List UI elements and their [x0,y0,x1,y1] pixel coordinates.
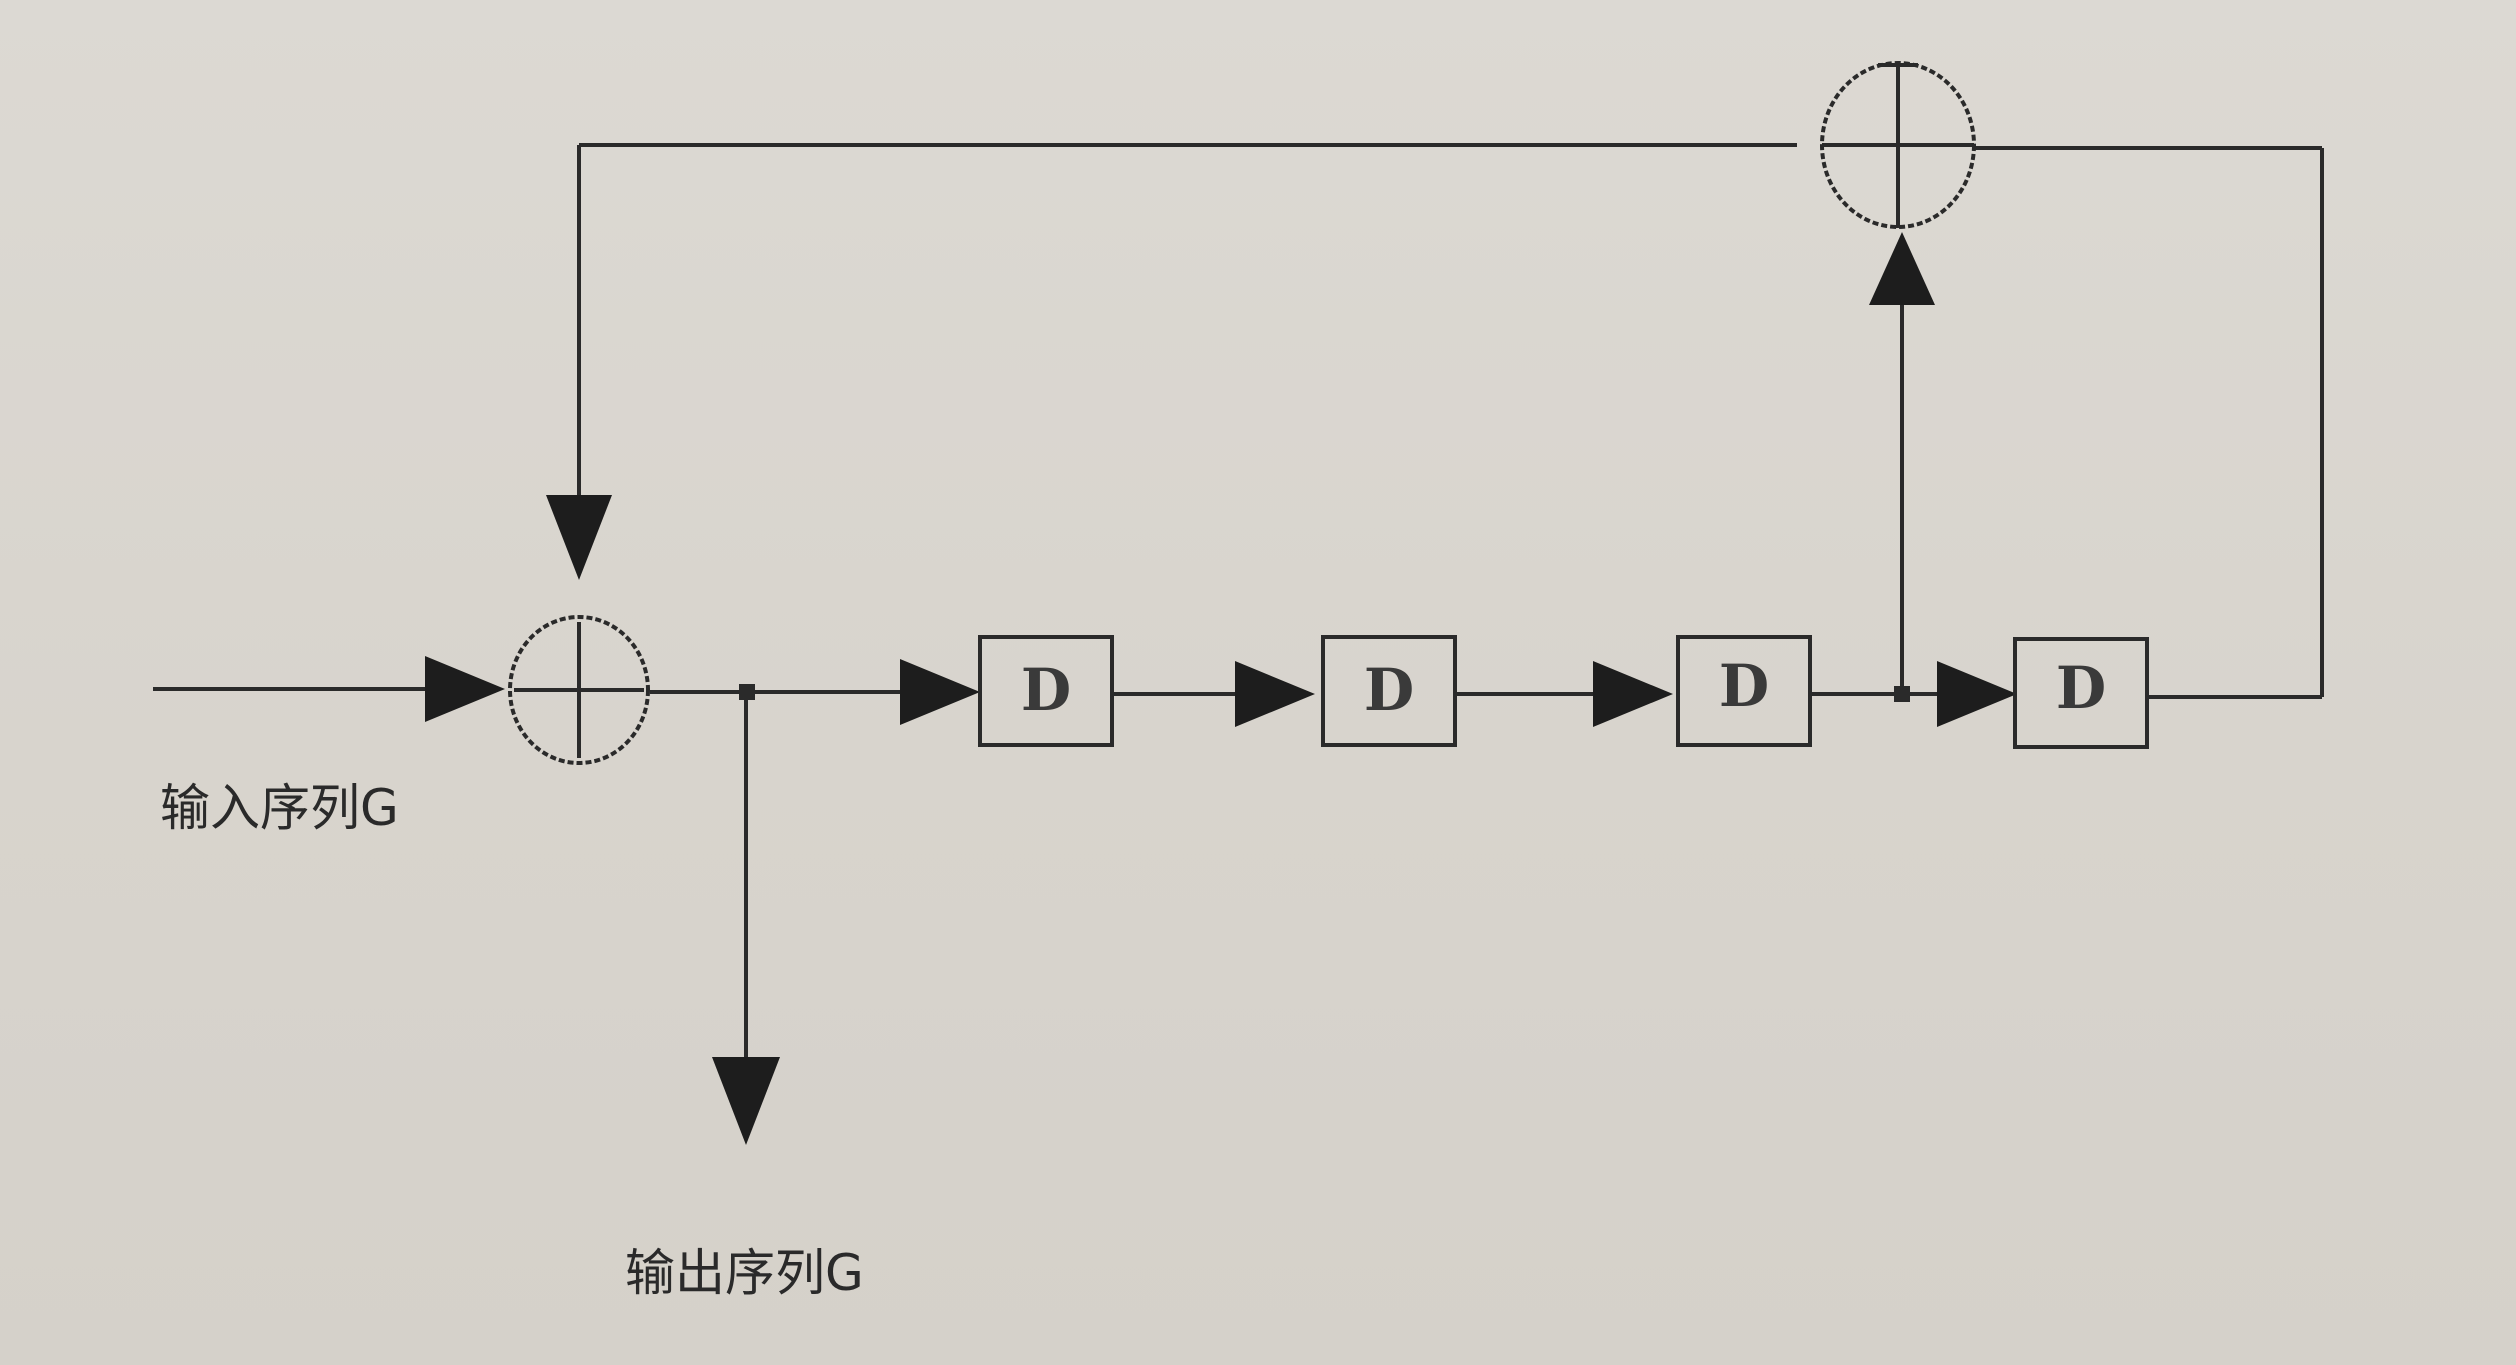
delay-block-label: D [1364,656,1414,724]
delay-block-1: D [978,635,1114,747]
delay-block-frame [1321,635,1457,747]
arrow-feedback-down-icon [546,495,612,580]
input-adder [508,615,650,765]
delay-block-2: D [1321,635,1457,747]
arrow-d3-icon [1593,661,1673,727]
arrow-tap-up-icon [1869,232,1935,305]
delay-block-label: D [2056,654,2106,722]
arrow-d2-icon [1235,661,1315,727]
delay-block-label: D [1719,652,1769,720]
feedback-adder [1820,61,1976,229]
delay-block-frame [978,635,1114,747]
delay-block-4: D [2013,637,2149,749]
adder-circle [508,615,650,765]
delay-block-frame [1676,635,1812,747]
arrow-input-icon [425,656,505,722]
arrow-output-down-icon [712,1057,780,1145]
arrow-d1-icon [900,659,980,725]
output-sequence-label: 输出序列G [625,1244,864,1302]
tap-junction-dot [1894,686,1910,702]
delay-block-3: D [1676,635,1812,747]
delay-block-frame [2013,637,2149,749]
input-sequence-label: 输入序列G [160,779,399,837]
output-junction-dot [739,684,755,700]
delay-block-label: D [1021,656,1071,724]
arrow-d4-icon [1937,661,2017,727]
